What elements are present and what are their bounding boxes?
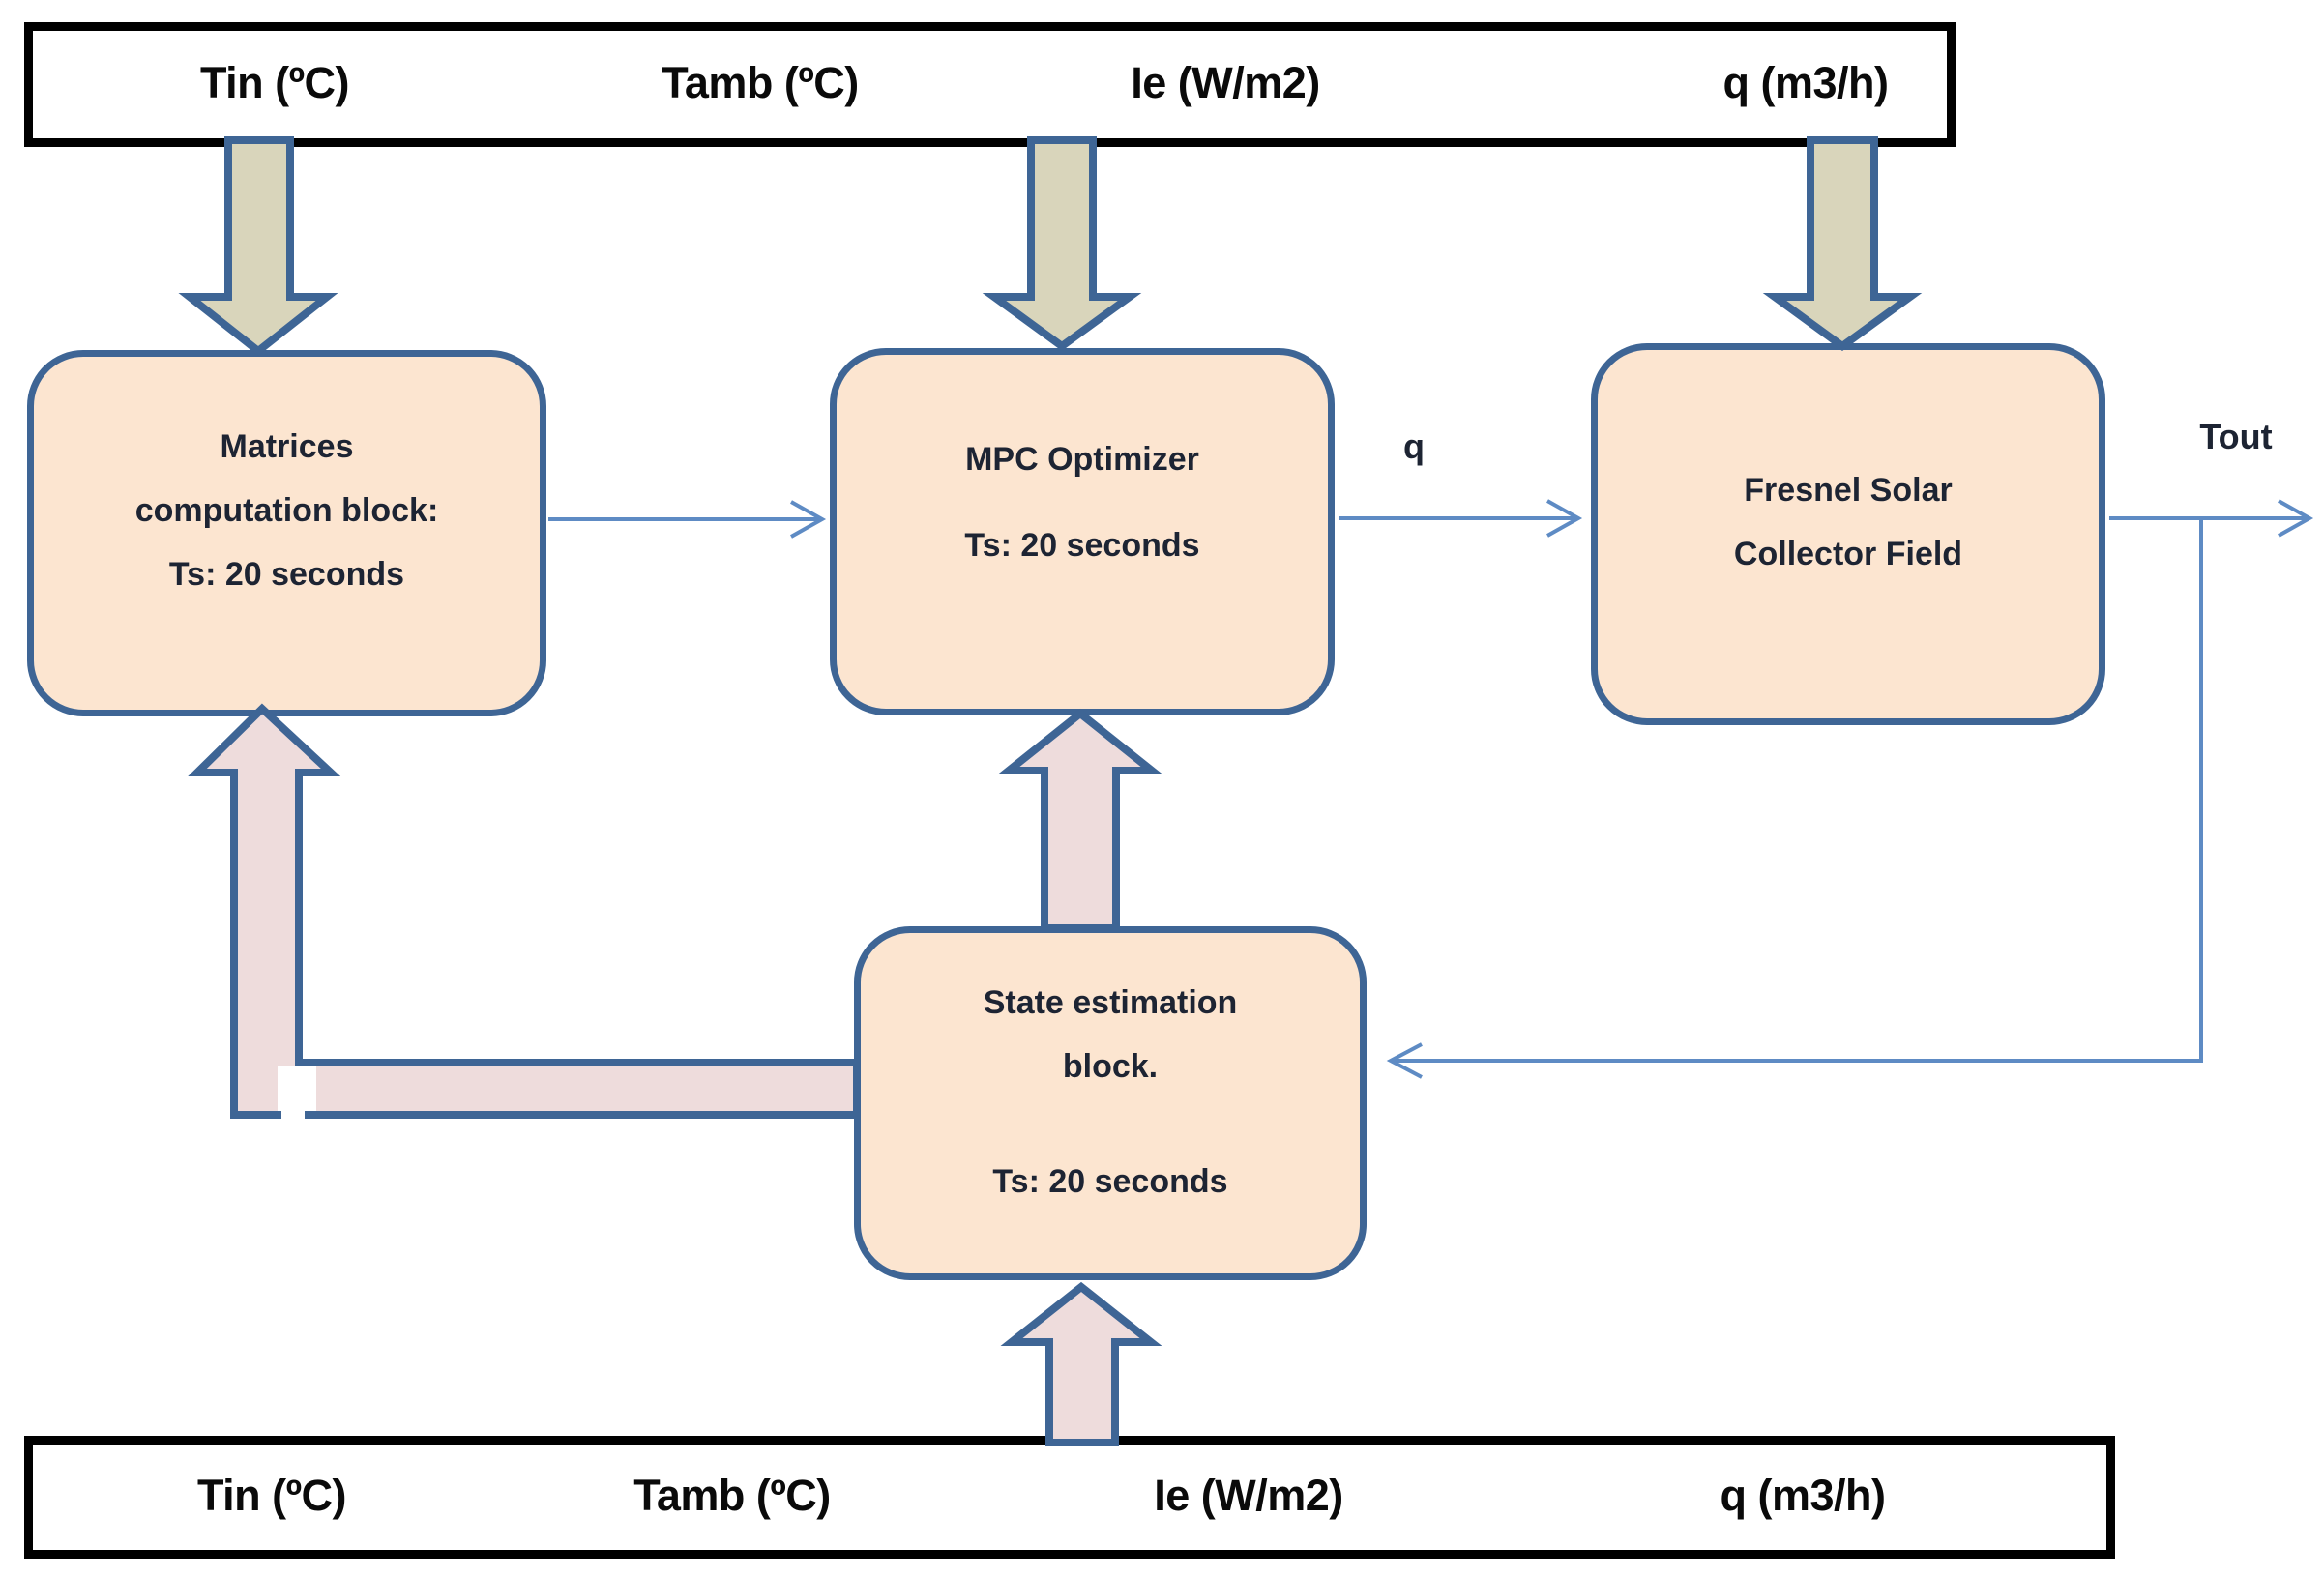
mpc-optimizer-block: MPC Optimizer Ts: 20 seconds [830, 348, 1335, 715]
bottom-inputs-bar: Tin (ºC) Tamb (ºC) Ie (W/m2) q (m3/h) [24, 1436, 2115, 1559]
tout-feedback-arrowhead [1386, 1042, 1423, 1079]
q-input-arrow [1762, 136, 1923, 351]
state-block-ts: Ts: 20 seconds [992, 1163, 1228, 1200]
top-label-ie: Ie (W/m2) [1131, 57, 1320, 107]
bottom-to-state-arrow [1000, 1281, 1162, 1446]
matrices-block-line: computation block: [134, 492, 439, 529]
tin-input-arrow [178, 136, 338, 357]
state-to-mpc-arrow [997, 708, 1163, 932]
fresnel-output-arrowhead [2278, 499, 2314, 538]
ie-input-arrow [982, 136, 1142, 351]
state-to-matrices-arrow [188, 703, 861, 1119]
bottom-label-ie: Ie (W/m2) [1154, 1470, 1343, 1520]
top-label-tin: Tin (ºC) [199, 57, 350, 107]
matrices-block-line: Ts: 20 seconds [168, 556, 405, 593]
mpc-to-fresnel-arrowhead [1546, 499, 1583, 538]
state-block-line: block. [1062, 1048, 1159, 1085]
bottom-label-tin: Tin (ºC) [196, 1470, 347, 1520]
bottom-label-tamb: Tamb (ºC) [633, 1470, 831, 1520]
state-block-line: State estimation [983, 984, 1238, 1021]
fresnel-block-line: Fresnel Solar [1744, 472, 1953, 509]
top-label-q: q (m3/h) [1722, 57, 1890, 107]
matrices-computation-block: Matrices computation block: Ts: 20 secon… [27, 350, 546, 716]
top-inputs-bar: Tin (ºC) Tamb (ºC) Ie (W/m2) q (m3/h) [24, 22, 1956, 147]
bottom-label-q: q (m3/h) [1720, 1470, 1887, 1520]
mpc-block-ts: Ts: 20 seconds [964, 527, 1200, 564]
elbow-white-notch [278, 1066, 316, 1111]
q-signal-label: q [1403, 426, 1425, 466]
mpc-block-title: MPC Optimizer [965, 441, 1199, 478]
state-estimation-block: State estimation block. Ts: 20 seconds [854, 926, 1367, 1280]
matrices-to-mpc-arrowhead [790, 500, 827, 539]
tout-signal-label: Tout [2199, 417, 2273, 456]
fresnel-block-line: Collector Field [1733, 536, 1963, 572]
fresnel-solar-collector-block: Fresnel Solar Collector Field [1591, 343, 2105, 725]
elbow-white-notch-tail [281, 1108, 305, 1135]
top-label-tamb: Tamb (ºC) [662, 57, 859, 107]
matrices-block-line: Matrices [220, 428, 354, 465]
